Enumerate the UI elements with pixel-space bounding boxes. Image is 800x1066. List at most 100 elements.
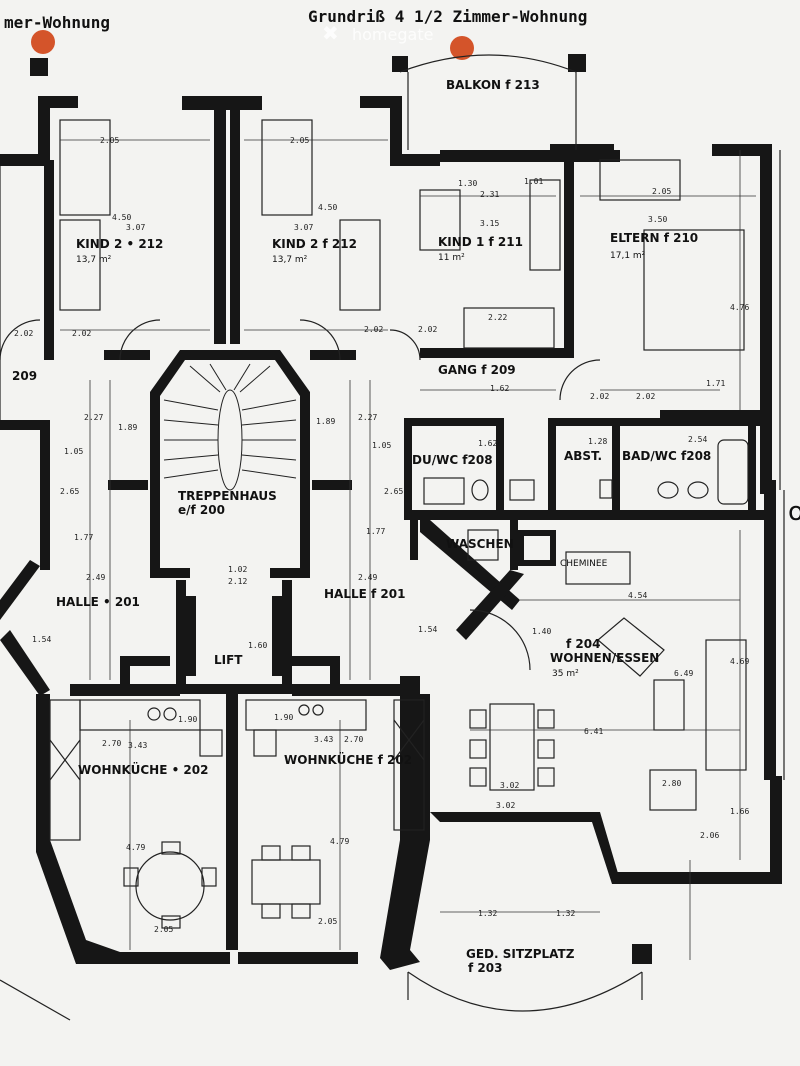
dimension-text: 1.28 bbox=[588, 437, 607, 446]
dimension-text: 1.77 bbox=[366, 527, 385, 536]
room-label-wohnen: f 204 bbox=[566, 637, 600, 651]
fixtures bbox=[0, 54, 785, 1021]
dimension-labels: 2.05 2.05 3.07 3.07 4.50 4.50 1.30 2.31 … bbox=[14, 136, 749, 934]
staircase bbox=[163, 363, 297, 491]
dimension-text: 2.02 bbox=[590, 392, 609, 401]
dimension-text: 1.60 bbox=[248, 641, 267, 650]
dimension-text: 1.89 bbox=[316, 417, 335, 426]
title-right: Grundriß 4 1/2 Zimmer-Wohnung bbox=[308, 7, 587, 26]
edge-mark: o bbox=[788, 497, 800, 527]
dimension-text: 1.05 bbox=[372, 441, 391, 450]
dimension-text: 3.02 bbox=[500, 781, 519, 790]
dimension-text: 1.30 bbox=[458, 179, 477, 188]
room-area-wohnen: 35 m² bbox=[552, 669, 579, 679]
dimension-text: 6.41 bbox=[584, 727, 603, 736]
room-label-wohnkueche-left: WOHNKÜCHE • 202 bbox=[78, 762, 208, 777]
dimension-text: 1.32 bbox=[556, 909, 575, 918]
room-label-kind2-left: KIND 2 • 212 bbox=[76, 237, 163, 251]
dimension-text: 1.54 bbox=[418, 625, 437, 634]
dimension-text: 3.02 bbox=[496, 801, 515, 810]
room-labels: BALKON f 213 KIND 2 • 212 13,7 m² KIND 2… bbox=[12, 78, 711, 975]
room-label-gang-left: 209 bbox=[12, 369, 37, 383]
dimension-text: 1.05 bbox=[64, 447, 83, 456]
dimension-text: 2.22 bbox=[488, 313, 507, 322]
dimension-text: 1.66 bbox=[730, 807, 749, 816]
dimension-text: 2.05 bbox=[154, 925, 173, 934]
dimension-text: 4.69 bbox=[730, 657, 749, 666]
dimension-text: 2.70 bbox=[102, 739, 121, 748]
dimension-text: 2.02 bbox=[364, 325, 383, 334]
dimension-text: 4.50 bbox=[112, 213, 131, 222]
room-label-kind1: KIND 1 f 211 bbox=[438, 235, 523, 249]
room-area-kind1: 11 m² bbox=[438, 253, 465, 263]
watermark-icon: ✖ bbox=[322, 21, 339, 45]
room-label-waschen: WASCHEN bbox=[446, 537, 514, 551]
dimension-text: 2.05 bbox=[652, 187, 671, 196]
room-label-bad-wc: BAD/WC f208 bbox=[622, 449, 711, 463]
dimension-text: 4.79 bbox=[126, 843, 145, 852]
dimension-text: 3.07 bbox=[294, 223, 313, 232]
dimension-text: 3.43 bbox=[128, 741, 147, 750]
room-label-wohnen-essen: WOHNEN/ESSEN bbox=[550, 651, 659, 665]
room-label-sitzplatz: GED. SITZPLATZ bbox=[466, 947, 575, 961]
room-label-abst: ABST. bbox=[564, 449, 602, 463]
dimension-text: 2.02 bbox=[14, 329, 33, 338]
pin-icon-right bbox=[450, 36, 474, 60]
room-label-wohnkueche-right: WOHNKÜCHE f 202 bbox=[284, 752, 412, 767]
dimension-text: 2.05 bbox=[318, 917, 337, 926]
watermark: ✖ homegate bbox=[322, 21, 433, 45]
dimension-lines bbox=[60, 139, 756, 960]
room-area-sitzplatz: f 203 bbox=[468, 961, 502, 975]
room-label-kind2-right: KIND 2 f 212 bbox=[272, 237, 357, 251]
pin-icon-left bbox=[31, 30, 55, 54]
room-label-eltern: ELTERN f 210 bbox=[610, 231, 698, 245]
dimension-text: 2.65 bbox=[384, 487, 403, 496]
room-label-halle-right: HALLE f 201 bbox=[324, 587, 405, 601]
dimension-text: 2.12 bbox=[228, 577, 247, 586]
dimension-text: 1.90 bbox=[274, 713, 293, 722]
room-label-balkon: BALKON f 213 bbox=[446, 78, 540, 92]
dimension-text: 2.02 bbox=[418, 325, 437, 334]
dimension-text: 1.71 bbox=[706, 379, 725, 388]
room-label-du-wc: DU/WC f208 bbox=[412, 453, 493, 467]
room-label-lift: LIFT bbox=[214, 653, 243, 667]
dimension-text: 1.54 bbox=[32, 635, 51, 644]
room-label-treppenhaus: TREPPENHAUS bbox=[178, 489, 277, 503]
dimension-text: 1.01 bbox=[524, 177, 543, 186]
dimension-text: 2.49 bbox=[358, 573, 377, 582]
dimension-text: 2.80 bbox=[662, 779, 681, 788]
dimension-text: 1.90 bbox=[178, 715, 197, 724]
watermark-text: homegate bbox=[352, 25, 433, 44]
dimension-text: 2.49 bbox=[86, 573, 105, 582]
dimension-text: 1.62 bbox=[490, 384, 509, 393]
dimension-text: 4.76 bbox=[730, 303, 749, 312]
dimension-text: 1.02 bbox=[228, 565, 247, 574]
dimension-text: 4.50 bbox=[318, 203, 337, 212]
dimension-text: 3.50 bbox=[648, 215, 667, 224]
dimension-text: 3.43 bbox=[314, 735, 333, 744]
dimension-text: 1.40 bbox=[532, 627, 551, 636]
dimension-text: 2.06 bbox=[700, 831, 719, 840]
dimension-text: 2.65 bbox=[60, 487, 79, 496]
dimension-text: 2.27 bbox=[84, 413, 103, 422]
dimension-text: 6.49 bbox=[674, 669, 693, 678]
dimension-text: 2.02 bbox=[636, 392, 655, 401]
walls bbox=[0, 54, 782, 970]
title-left: mer-Wohnung bbox=[4, 13, 110, 32]
room-area-eltern: 17,1 m² bbox=[610, 251, 646, 261]
dimension-text: 3.07 bbox=[126, 223, 145, 232]
dimension-text: 2.54 bbox=[688, 435, 707, 444]
dimension-text: 4.79 bbox=[330, 837, 349, 846]
room-area-treppenhaus: e/f 200 bbox=[178, 503, 225, 517]
room-label-halle-left: HALLE • 201 bbox=[56, 595, 140, 609]
room-area-kind2-right: 13,7 m² bbox=[272, 255, 308, 265]
room-label-cheminee: CHEMINEE bbox=[560, 559, 608, 569]
dimension-text: 1.32 bbox=[478, 909, 497, 918]
dimension-text: 2.27 bbox=[358, 413, 377, 422]
dimension-text: 2.05 bbox=[290, 136, 309, 145]
dimension-text: 4.54 bbox=[628, 591, 647, 600]
dimension-text: 1.62 bbox=[478, 439, 497, 448]
dimension-text: 2.70 bbox=[344, 735, 363, 744]
dimension-text: 1.89 bbox=[118, 423, 137, 432]
